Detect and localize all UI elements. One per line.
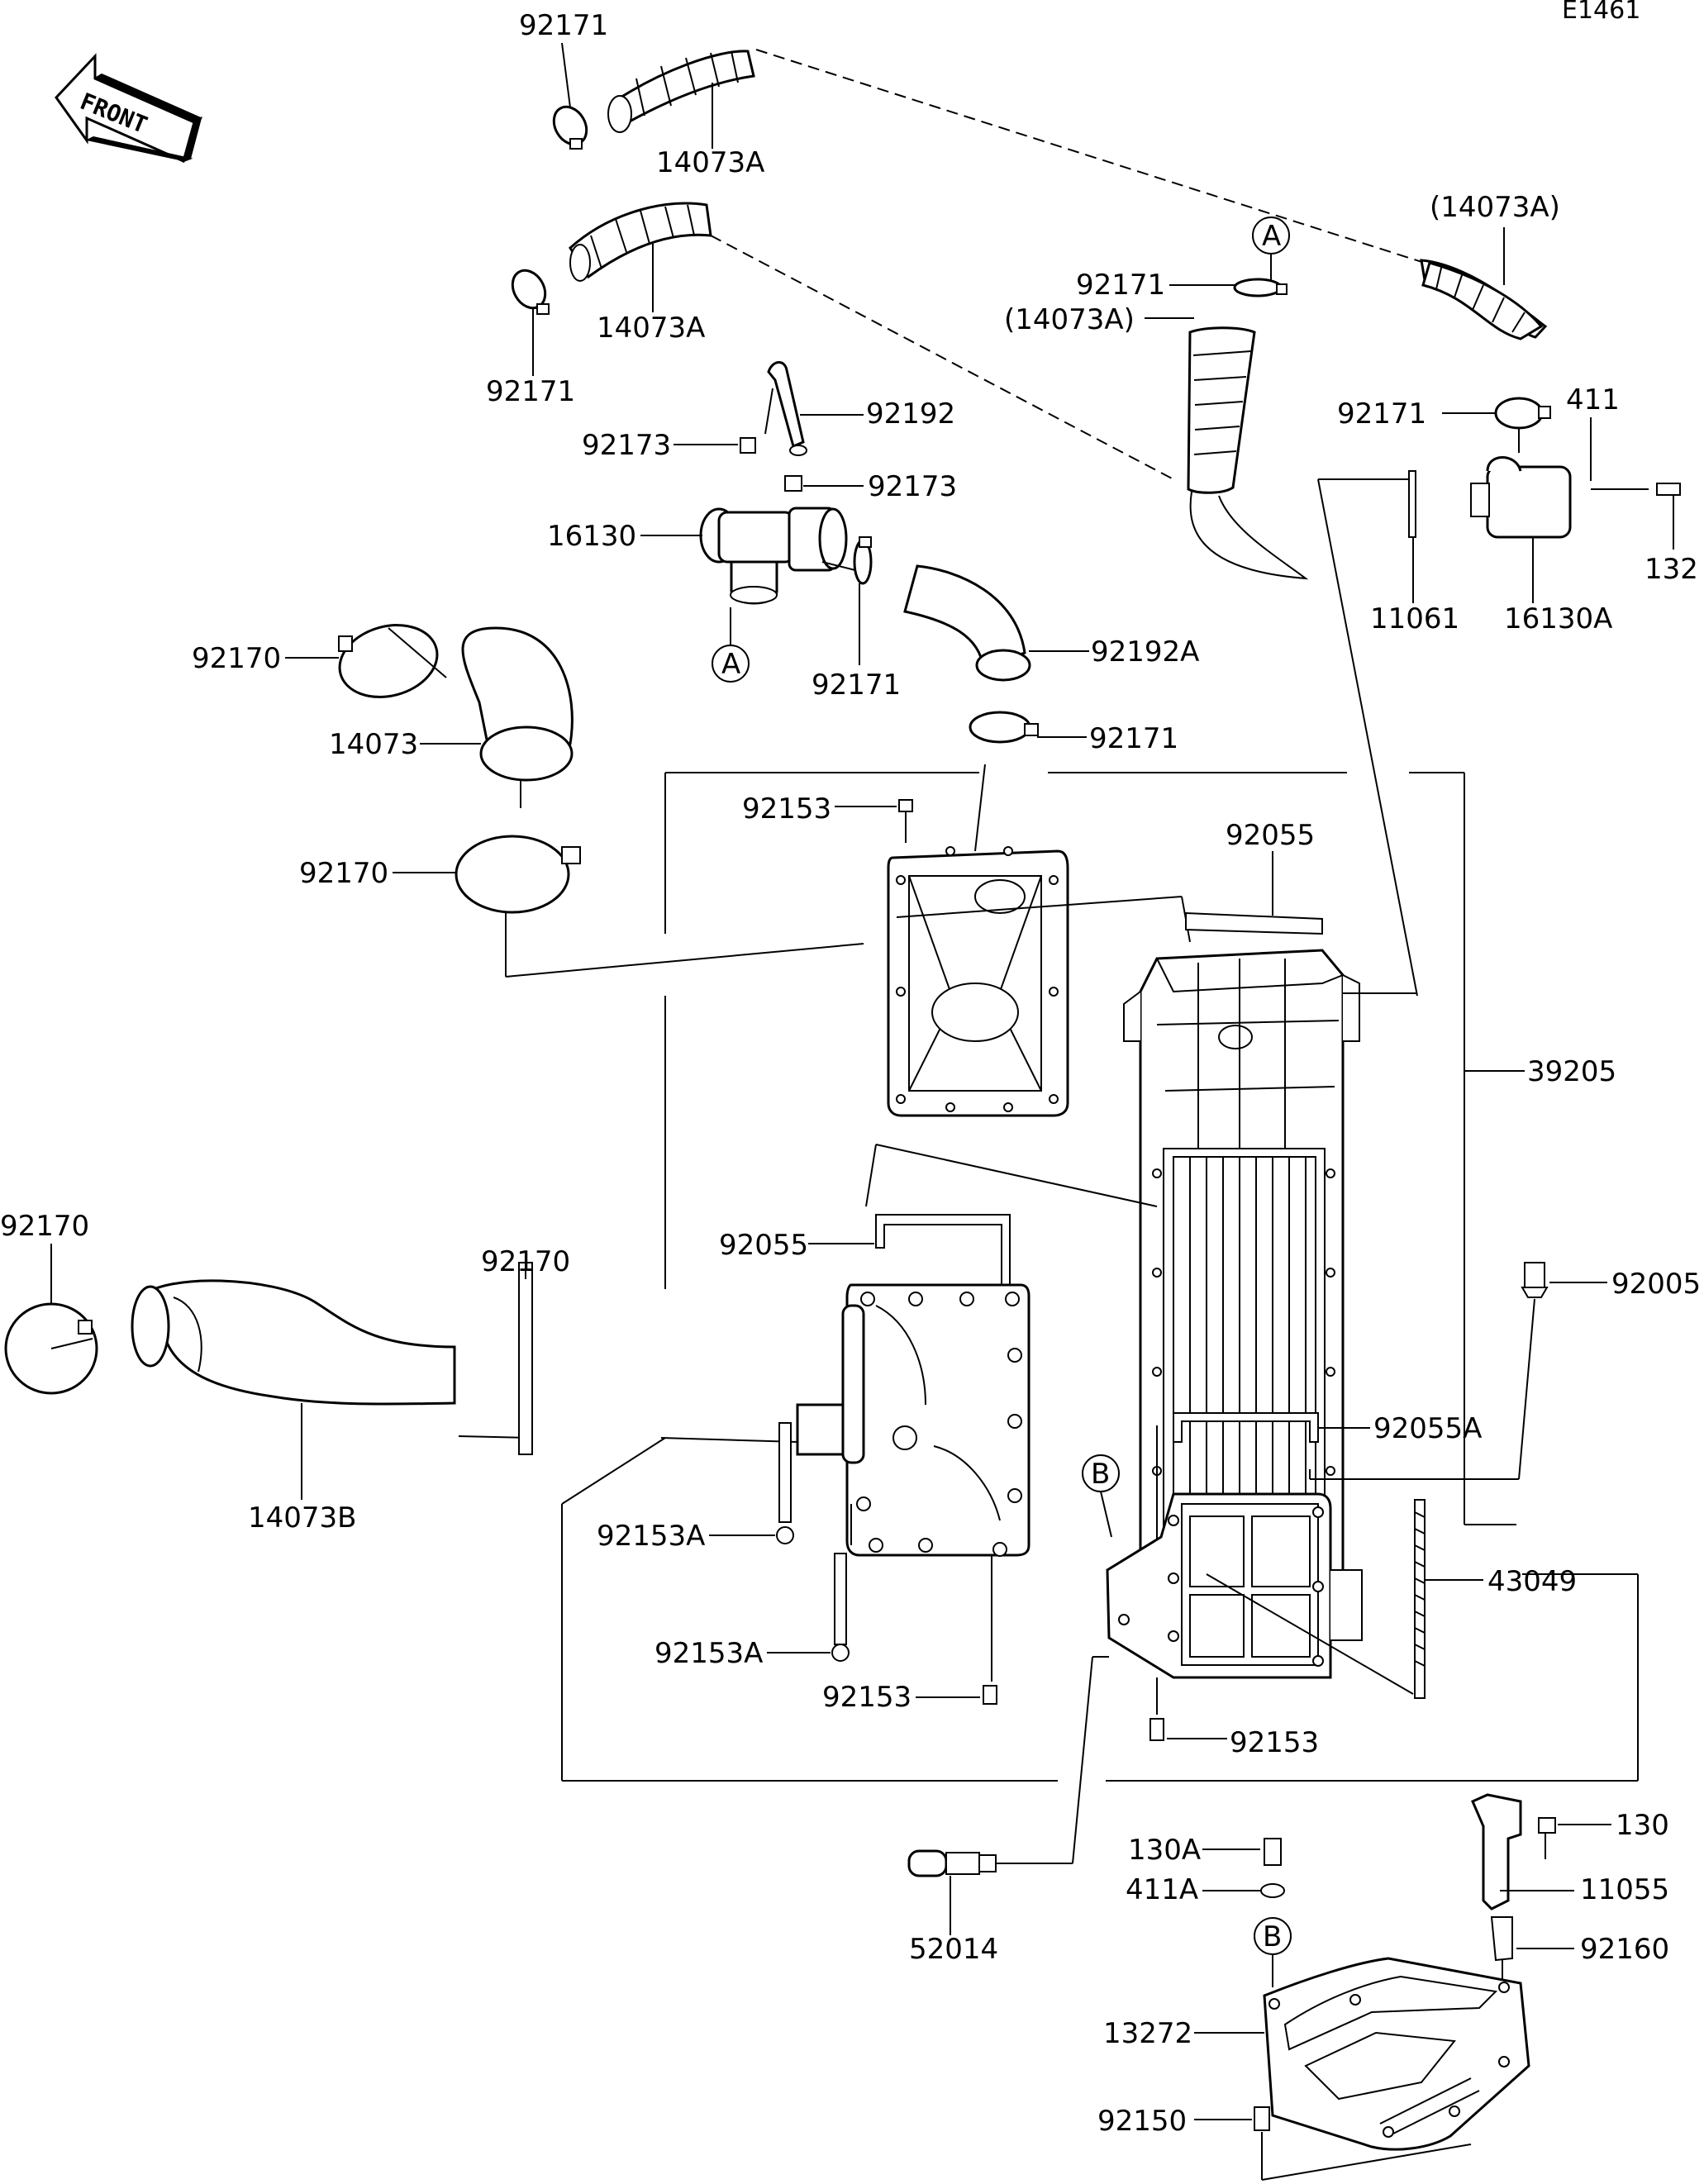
bolt-92150	[1254, 2106, 1270, 2131]
bolt-132	[1656, 483, 1681, 496]
label-16130: 16130	[547, 520, 636, 553]
label-39205: 39205	[1527, 1055, 1616, 1088]
label-92173-right: 92173	[868, 470, 957, 503]
gasket-92055-mid	[875, 1214, 1011, 1292]
hose-14073A-vertical	[1187, 326, 1309, 580]
label-92055A: 92055A	[1373, 1412, 1482, 1445]
front-arrow-icon: FRONT	[55, 53, 203, 164]
clip-92173-right	[784, 475, 802, 492]
label-130A: 130A	[1128, 1834, 1201, 1867]
callout-b-top: B	[1082, 1454, 1120, 1492]
gasket-92055-top	[1185, 911, 1323, 935]
gasket-11061	[1408, 470, 1416, 538]
label-92150: 92150	[1097, 2105, 1187, 2138]
label-92160: 92160	[1580, 1933, 1669, 1966]
label-92153-b: 92153	[822, 1681, 911, 1714]
end-tank-lower	[796, 1283, 1030, 1557]
label-92171-A: 92171	[1076, 269, 1165, 302]
clamp-92171-left	[511, 269, 550, 315]
valve-16130A	[1470, 456, 1572, 539]
bolt-130A	[1264, 1838, 1282, 1866]
label-92171-c: 92171	[1089, 722, 1178, 755]
label-92173-left: 92173	[582, 429, 671, 462]
hose-14073B	[131, 1279, 456, 1406]
hose-92192	[767, 361, 807, 456]
clamp-92171-right	[1494, 397, 1551, 430]
hose-14073	[461, 626, 574, 782]
label-92153-top: 92153	[742, 792, 831, 826]
bolt-92153-top	[898, 799, 913, 843]
clamp-92171-b	[853, 536, 873, 585]
hose-14073A-right	[1420, 259, 1548, 340]
fitting-92005	[1521, 1262, 1549, 1298]
label-92055-mid: 92055	[719, 1229, 808, 1262]
label-92170-b: 92170	[299, 857, 388, 890]
label-132: 132	[1645, 553, 1698, 586]
label-14073: 14073	[329, 728, 418, 761]
cover-13272	[1263, 1957, 1530, 2151]
label-92153-c: 92153	[1230, 1726, 1319, 1759]
label-92055-top: 92055	[1226, 819, 1315, 852]
label-14073B: 14073B	[248, 1501, 356, 1535]
label-92170-a: 92170	[192, 642, 281, 675]
clamp-92171-c	[969, 711, 1039, 744]
callout-b-label-2: B	[1263, 1920, 1282, 1953]
hose-92192A	[903, 564, 1031, 682]
callout-a-bottom: A	[712, 645, 750, 683]
valve-16130	[699, 507, 848, 605]
label-43049: 43049	[1487, 1565, 1577, 1598]
label-92171-b: 92171	[812, 669, 901, 702]
bolt-92153A-b	[831, 1553, 850, 1662]
label-11061: 11061	[1370, 602, 1459, 635]
clamp-92170-a	[338, 624, 439, 698]
clamp-92171-a	[1233, 278, 1288, 297]
bolt-92153A-a	[776, 1422, 794, 1544]
callout-b-label: B	[1091, 1458, 1110, 1491]
label-13272: 13272	[1103, 2017, 1192, 2050]
label-411A: 411A	[1126, 1873, 1198, 1906]
hose-14073A-middle	[569, 202, 712, 282]
label-16130A: 16130A	[1504, 602, 1612, 635]
bolt-92153-c	[1149, 1718, 1164, 1741]
label-92171-right: 92171	[1337, 397, 1426, 431]
bracket-11055	[1471, 1793, 1522, 1910]
label-92005: 92005	[1611, 1268, 1701, 1301]
washer-411A	[1260, 1883, 1285, 1898]
gasket-92055A	[1173, 1412, 1319, 1443]
callout-a-top: A	[1252, 216, 1290, 255]
stud-43049	[1414, 1499, 1426, 1699]
clamp-92171-top	[552, 105, 588, 150]
label-92192A: 92192A	[1091, 635, 1199, 669]
clamp-92170-d	[518, 1262, 533, 1455]
label-14073A-paren-right: (14073A)	[1430, 191, 1560, 224]
label-14073A-top: 14073A	[656, 146, 764, 179]
label-92171-left: 92171	[486, 375, 575, 408]
label-130: 130	[1616, 1809, 1669, 1842]
label-92192: 92192	[866, 397, 955, 431]
end-tank-bottom	[1106, 1492, 1363, 1679]
label-92170-c: 92170	[0, 1210, 89, 1243]
label-92153A-b: 92153A	[654, 1637, 763, 1670]
clamp-92170-b	[455, 835, 581, 914]
bolt-130	[1538, 1817, 1556, 1834]
label-52014: 52014	[909, 1933, 998, 1966]
diagram-code: E1461	[1562, 0, 1640, 25]
label-92171-top: 92171	[519, 9, 608, 42]
label-14073A-mid: 14073A	[597, 312, 705, 345]
label-14073A-paren-mid: (14073A)	[1004, 303, 1135, 336]
callout-a-label: A	[1262, 220, 1281, 253]
bolt-92153-b	[983, 1685, 997, 1705]
cover-plate-upper	[887, 846, 1069, 1117]
label-92153A-a: 92153A	[597, 1520, 705, 1553]
callout-b-bottom: B	[1254, 1917, 1292, 1955]
hose-14073A-upper	[607, 50, 755, 133]
label-411: 411	[1566, 383, 1620, 416]
label-11055: 11055	[1580, 1873, 1669, 1906]
pad-92160	[1490, 1916, 1513, 1962]
clip-92173-left	[740, 437, 756, 454]
callout-a-label-2: A	[721, 648, 740, 681]
sensor-52014	[907, 1849, 997, 1877]
